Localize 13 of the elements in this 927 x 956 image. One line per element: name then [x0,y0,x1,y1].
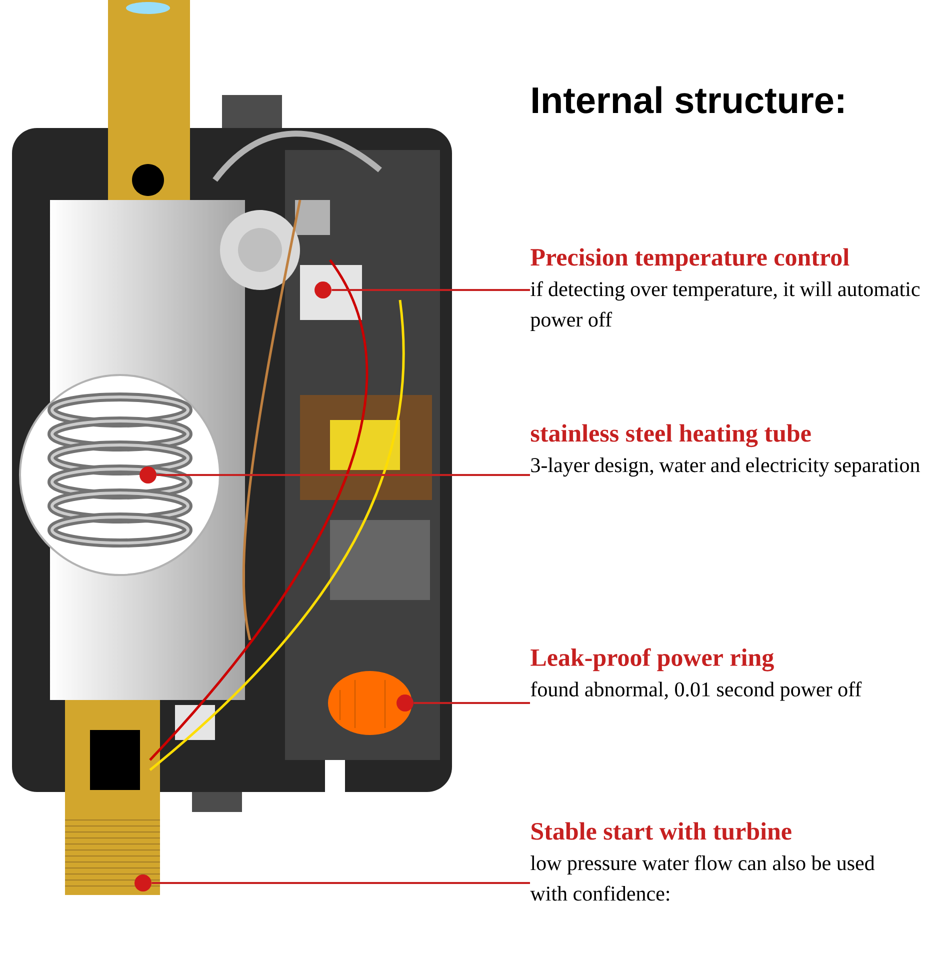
marker-dot [140,466,156,484]
callout-text: Precision temperature control if detecting over temperature, it will automatic power off [530,248,920,332]
leader-line [156,474,530,476]
leader-line [332,289,530,291]
leader-line [414,702,530,704]
callout-text: Stable start with turbine low pressure water flow can also be used with confidence: [530,822,875,901]
marker-dot [134,874,152,892]
callout-text: Leak-proof power ring found abnormal, 0.01 second power off [530,648,862,701]
title: Internal structure: [532,86,844,114]
leader-line [152,882,530,884]
marker-dot [314,282,332,298]
marker-dot [396,694,414,712]
callout-text: stainless steel heating tube 3-layer design, water and electricity separation [530,424,920,477]
